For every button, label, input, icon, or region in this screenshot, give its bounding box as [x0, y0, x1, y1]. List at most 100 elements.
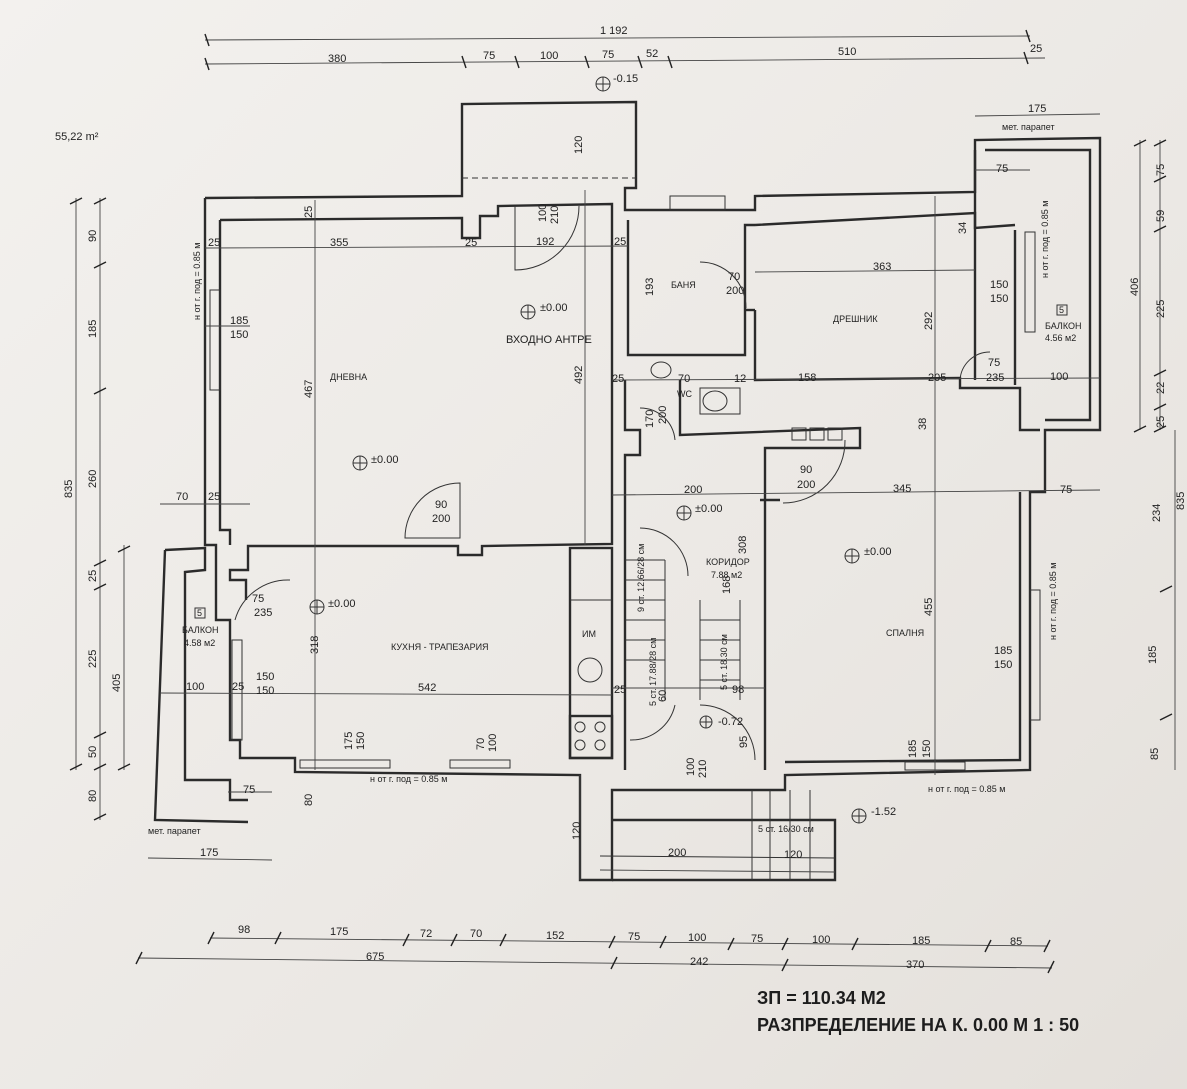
parapet-left: мет. парапет: [148, 826, 201, 836]
dim-25a: 25: [208, 237, 220, 249]
dim-25-wall: 25: [303, 206, 315, 218]
dim-455: 455: [923, 598, 935, 616]
dim-bottom-85: 85: [1010, 936, 1022, 948]
dim-bottom-75b: 75: [751, 933, 763, 945]
dim-100-kitchen: 100: [186, 681, 204, 693]
dim-542: 542: [418, 682, 436, 694]
area-note: 55,22 m²: [55, 131, 99, 143]
dim-90-door: 90: [435, 499, 447, 511]
dim-120-top: 120: [573, 136, 585, 154]
svg-text:-0.15: -0.15: [613, 73, 638, 85]
dim-292: 292: [923, 312, 935, 330]
dim-left-185: 185: [87, 320, 99, 338]
svg-text:-0.72: -0.72: [718, 716, 743, 728]
svg-text:±0.00: ±0.00: [864, 546, 891, 558]
dim-200-wc: 200: [657, 406, 669, 424]
right-dimension-chain: 75 59 406 225 22 25 234 835 185 85: [1129, 139, 1187, 770]
dim-235-balc-left: 235: [254, 607, 272, 619]
dim-bottom-185: 185: [912, 935, 930, 947]
stair-note-b: 5 ст. 17.88/28 см: [648, 638, 658, 706]
room-corridor: КОРИДОР: [706, 557, 750, 567]
svg-text:±0.00: ±0.00: [371, 454, 398, 466]
bottom-dimension-chain: 98 175 72 70 152 75 100 75 100 185 85 67…: [135, 924, 1055, 974]
dim-top-5: 52: [646, 48, 658, 60]
dim-193: 193: [644, 278, 656, 296]
inner-dimension-lines: [147, 169, 1101, 880]
room-labels: 55,22 m² ДНЕВНА ВХОДНО АНТРЕ БАНЯ ДРЕШНИ…: [55, 122, 1081, 836]
dim-left-50: 50: [87, 746, 99, 758]
dim-25c: 25: [614, 236, 626, 248]
dim-right-85: 85: [1149, 748, 1161, 760]
dim-355: 355: [330, 237, 348, 249]
dim-205: 205: [928, 372, 946, 384]
dim-25-left: 25: [208, 491, 220, 503]
dim-right-75: 75: [1155, 164, 1167, 176]
svg-text:-1.52: -1.52: [871, 806, 896, 818]
dim-70-wc: 70: [678, 373, 690, 385]
dim-left-90: 90: [87, 230, 99, 242]
room-balcony-left-area: 4.58 м2: [184, 638, 215, 648]
dim-right-234: 234: [1151, 504, 1163, 522]
room-balcony-left: БАЛКОН: [182, 625, 218, 635]
room-corridor-area: 7.88 м2: [711, 570, 742, 580]
dim-top-7: 25: [1030, 43, 1042, 55]
dim-12: 12: [734, 373, 746, 385]
dim-left-25: 25: [87, 570, 99, 582]
dim-left-835: 835: [63, 480, 75, 498]
dim-70-bath: 70: [728, 271, 740, 283]
dim-100-door: 100: [537, 204, 549, 222]
dim-left-225: 225: [87, 650, 99, 668]
room-wc: WC: [677, 389, 692, 399]
dim-345: 345: [893, 483, 911, 495]
dim-100-win: 100: [487, 734, 499, 752]
balcony-right-badge: 5: [1059, 305, 1064, 315]
dim-left-405: 405: [111, 674, 123, 692]
door-swings: [234, 205, 991, 761]
level-marker-top: -0.15: [595, 73, 638, 92]
dim-80-bottom: 80: [303, 794, 315, 806]
svg-text:±0.00: ±0.00: [328, 598, 355, 610]
dim-170-wc: 170: [644, 410, 656, 428]
sill-left: н от г. под = 0.85 м: [192, 243, 202, 320]
dim-25-kitchen: 25: [232, 681, 244, 693]
dim-bottom-100b: 100: [812, 934, 830, 946]
dim-150-kitchen-a: 150: [256, 671, 274, 683]
dim-top-6: 510: [838, 46, 856, 58]
stair-note-c: 5 ст. 18.30 см: [719, 634, 729, 690]
dim-75-balc-bottom: 75: [243, 784, 255, 796]
room-entrance: ВХОДНО АНТРЕ: [506, 334, 592, 346]
sill-notes: н от г. под = 0.85 м н от г. под = 0.85 …: [192, 201, 1058, 794]
dim-right-185: 185: [1147, 646, 1159, 664]
dim-185-bed: 185: [994, 645, 1012, 657]
dim-top-right: 175: [1028, 103, 1046, 115]
sill-bottom-left: н от г. под = 0.85 м: [370, 774, 447, 784]
dim-150-win: 150: [355, 732, 367, 750]
dim-467: 467: [303, 380, 315, 398]
dim-150-kitchen-b: 150: [256, 685, 274, 697]
dim-right-22: 22: [1155, 382, 1167, 394]
dim-bottom-675: 675: [366, 951, 384, 963]
room-bedroom: СПАЛНЯ: [886, 628, 924, 638]
dim-98: 98: [732, 684, 744, 696]
dim-95: 95: [738, 736, 750, 748]
dim-top-3: 100: [540, 50, 558, 62]
level-marker-stair: -0.72: [699, 715, 743, 729]
dim-175-win: 175: [343, 732, 355, 750]
stair-notes: 9 ст. 12.66/28 см 5 ст. 17.88/28 см 5 ст…: [636, 544, 814, 834]
dim-25b: 25: [465, 237, 477, 249]
room-kitchen: КУХНЯ - ТРАПЕЗАРИЯ: [391, 642, 489, 652]
dim-185-left: 185: [230, 315, 248, 327]
level-marker-bedroom: ±0.00: [844, 546, 891, 564]
dim-right-835: 835: [1175, 492, 1187, 510]
dim-492: 492: [573, 366, 585, 384]
walls: [153, 100, 1102, 882]
dim-75-balc-left: 75: [252, 593, 264, 605]
dim-308: 308: [737, 536, 749, 554]
title-block: ЗП = 110.34 М2 РАЗПРЕДЕЛЕНИЕ НА К. 0.00 …: [757, 988, 1079, 1035]
dim-25-wc: 25: [612, 373, 624, 385]
dim-200-bottom: 200: [668, 847, 686, 859]
dim-25-stair: 25: [614, 684, 626, 696]
inner-dimension-numbers: 355 25 25 192 25 185 150 467 25 100 210 …: [176, 136, 1072, 861]
dim-top-1: 380: [328, 53, 346, 65]
